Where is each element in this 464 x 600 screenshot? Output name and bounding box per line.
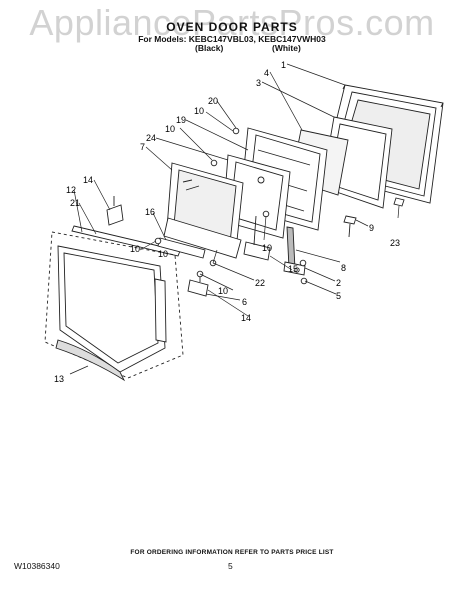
callout-1: 1 — [281, 60, 286, 70]
callout-14: 14 — [83, 175, 93, 185]
document-number: W10386340 — [14, 561, 60, 571]
part-hinge — [283, 226, 306, 276]
part-hardware-9-23 — [343, 197, 405, 238]
callout-9: 9 — [369, 223, 374, 233]
watermark: AppliancePartsPros.com — [29, 2, 435, 43]
callout-10: 10 — [158, 249, 168, 259]
callout-10: 10 — [194, 106, 204, 116]
callout-21: 21 — [70, 198, 80, 208]
part-outer-door-glass — [55, 245, 167, 382]
callout-labels: 1 4 3 20 10 19 10 24 7 14 12 21 16 10 10… — [54, 60, 400, 384]
callout-4: 4 — [264, 68, 269, 78]
callout-15: 15 — [288, 264, 298, 274]
callout-14: 14 — [241, 313, 251, 323]
callout-2: 2 — [336, 278, 341, 288]
callout-10: 10 — [130, 244, 140, 254]
variant-black: (Black) — [195, 43, 224, 53]
ordering-note: FOR ORDERING INFORMATION REFER TO PARTS … — [130, 549, 334, 556]
callout-13: 13 — [54, 374, 64, 384]
callout-3: 3 — [256, 78, 261, 88]
leader-lines — [69, 63, 400, 375]
callout-23: 23 — [390, 238, 400, 248]
callout-6: 6 — [242, 297, 247, 307]
callout-10: 10 — [218, 286, 228, 296]
callout-5: 5 — [336, 291, 341, 301]
callout-22: 22 — [255, 278, 265, 288]
part-handle-bracket — [71, 225, 206, 259]
callout-12: 12 — [66, 185, 76, 195]
callout-10: 10 — [262, 243, 272, 253]
callout-24: 24 — [146, 133, 156, 143]
callout-16: 16 — [145, 207, 155, 217]
assembly-outline — [44, 231, 184, 379]
part-lower-trim — [243, 215, 271, 261]
callout-7: 7 — [140, 142, 145, 152]
page-number: 5 — [228, 561, 233, 571]
models-line: For Models: KEBC147VBL03, KEBC147VWH03 — [138, 34, 326, 44]
part-glass-panel — [163, 162, 244, 259]
part-hinge-clip-upper — [106, 196, 124, 226]
screw-markers — [154, 127, 308, 285]
variant-white: (White) — [272, 43, 301, 53]
callout-10: 10 — [165, 124, 175, 134]
callout-20: 20 — [208, 96, 218, 106]
callout-8: 8 — [341, 263, 346, 273]
diagram-title: OVEN DOOR PARTS — [166, 20, 298, 34]
callout-19: 19 — [176, 115, 186, 125]
